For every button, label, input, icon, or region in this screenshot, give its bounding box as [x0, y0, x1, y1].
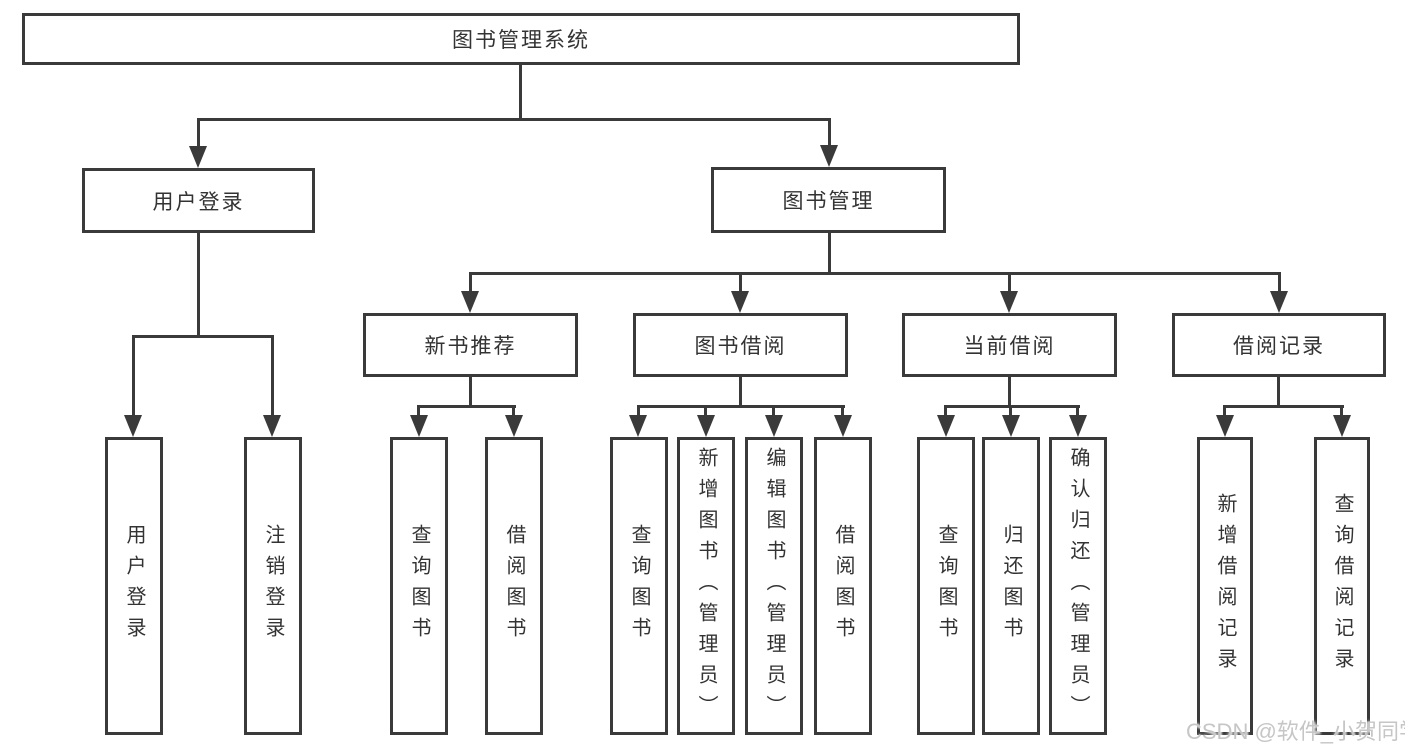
connector-line: [417, 405, 516, 408]
node-book-borrowing-label: 图书借阅: [694, 335, 787, 358]
connector-line: [519, 65, 522, 118]
arrow-down-icon: [937, 415, 955, 437]
leaf-br-query-borrow-record: 查询借阅记录: [1314, 437, 1370, 735]
connector-line: [1278, 272, 1281, 293]
arrow-down-icon: [461, 291, 479, 313]
leaf-nb-borrow-books-label: 借阅图书: [503, 524, 525, 648]
connector-line: [637, 405, 845, 408]
node-borrow-records-label: 借阅记录: [1233, 335, 1325, 358]
connector-line: [944, 405, 947, 417]
node-borrow-records: 借阅记录: [1172, 313, 1386, 377]
leaf-bb-add-book-admin-label: 新增图书（管理员）: [695, 446, 717, 726]
node-book-management-label: 图书管理: [782, 190, 875, 213]
connector-line: [512, 405, 515, 417]
connector-line: [739, 272, 742, 293]
arrow-down-icon: [629, 415, 647, 437]
arrow-down-icon: [263, 415, 281, 437]
node-new-book-recommendation-label: 新书推荐: [424, 335, 517, 358]
arrow-down-icon: [765, 415, 783, 437]
leaf-br-query-borrow-record-label: 查询借阅记录: [1331, 493, 1353, 679]
leaf-bb-query-books: 查询图书: [610, 437, 668, 735]
arrow-down-icon: [834, 415, 852, 437]
node-current-borrowing: 当前借阅: [902, 313, 1117, 377]
connector-line: [197, 233, 200, 335]
node-user-login: 用户登录: [82, 168, 315, 233]
connector-line: [841, 405, 844, 417]
leaf-nb-borrow-books: 借阅图书: [485, 437, 543, 735]
arrow-down-icon: [1069, 415, 1087, 437]
leaf-bb-add-book-admin: 新增图书（管理员）: [677, 437, 735, 735]
connector-line: [1277, 377, 1280, 405]
leaf-br-add-borrow-record-label: 新增借阅记录: [1214, 493, 1236, 679]
connector-line: [944, 405, 1080, 408]
node-book-borrowing: 图书借阅: [633, 313, 848, 377]
connector-line: [1008, 272, 1011, 293]
connector-line: [828, 118, 831, 150]
node-new-book-recommendation: 新书推荐: [363, 313, 578, 377]
connector-line: [197, 118, 831, 121]
connector-line: [828, 233, 831, 272]
connector-line: [772, 405, 775, 417]
leaf-user-login-label: 用户登录: [123, 524, 145, 648]
leaf-br-add-borrow-record: 新增借阅记录: [1197, 437, 1253, 735]
arrow-down-icon: [1000, 291, 1018, 313]
arrow-down-icon: [1270, 291, 1288, 313]
leaf-cb-return-books-label: 归还图书: [1000, 524, 1022, 648]
connector-line: [1009, 405, 1012, 417]
leaf-nb-query-books-label: 查询图书: [408, 524, 430, 648]
node-library-system: 图书管理系统: [22, 13, 1020, 65]
leaf-cb-confirm-return-admin: 确认归还（管理员）: [1049, 437, 1107, 735]
leaf-logout-label: 注销登录: [262, 524, 284, 648]
connector-line: [1076, 405, 1079, 417]
node-book-management: 图书管理: [711, 167, 946, 233]
connector-line: [417, 405, 420, 417]
connector-line: [1340, 405, 1343, 417]
leaf-nb-query-books: 查询图书: [390, 437, 448, 735]
arrow-down-icon: [1002, 415, 1020, 437]
connector-line: [1008, 377, 1011, 405]
leaf-cb-query-books: 查询图书: [917, 437, 975, 735]
leaf-bb-borrow-books-label: 借阅图书: [832, 524, 854, 648]
leaf-user-login: 用户登录: [105, 437, 163, 735]
arrow-down-icon: [410, 415, 428, 437]
connector-line: [469, 272, 1281, 275]
node-current-borrowing-label: 当前借阅: [963, 335, 1056, 358]
connector-line: [637, 405, 640, 417]
leaf-logout: 注销登录: [244, 437, 302, 735]
connector-line: [197, 118, 200, 150]
arrow-down-icon: [189, 146, 207, 168]
arrow-down-icon: [124, 415, 142, 437]
connector-line: [739, 377, 742, 405]
connector-line: [271, 335, 274, 417]
arrow-down-icon: [731, 291, 749, 313]
arrow-down-icon: [820, 145, 838, 167]
connector-line: [1223, 405, 1226, 417]
leaf-cb-return-books: 归还图书: [982, 437, 1040, 735]
leaf-bb-query-books-label: 查询图书: [628, 524, 650, 648]
csdn-watermark: CSDN @软件_小贺同学: [1186, 719, 1405, 744]
connector-line: [132, 335, 274, 338]
arrow-down-icon: [1216, 415, 1234, 437]
connector-line: [1223, 405, 1344, 408]
connector-line: [469, 377, 472, 405]
leaf-bb-edit-book-admin-label: 编辑图书（管理员）: [763, 446, 785, 726]
arrow-down-icon: [1333, 415, 1351, 437]
connector-line: [704, 405, 707, 417]
leaf-cb-confirm-return-admin-label: 确认归还（管理员）: [1067, 446, 1089, 726]
arrow-down-icon: [697, 415, 715, 437]
leaf-bb-edit-book-admin: 编辑图书（管理员）: [745, 437, 803, 735]
node-user-login-label: 用户登录: [152, 190, 245, 214]
node-library-system-label: 图书管理系统: [452, 29, 590, 52]
leaf-bb-borrow-books: 借阅图书: [814, 437, 872, 735]
arrow-down-icon: [505, 415, 523, 437]
leaf-cb-query-books-label: 查询图书: [935, 524, 957, 648]
connector-line: [469, 272, 472, 293]
connector-line: [132, 335, 135, 417]
